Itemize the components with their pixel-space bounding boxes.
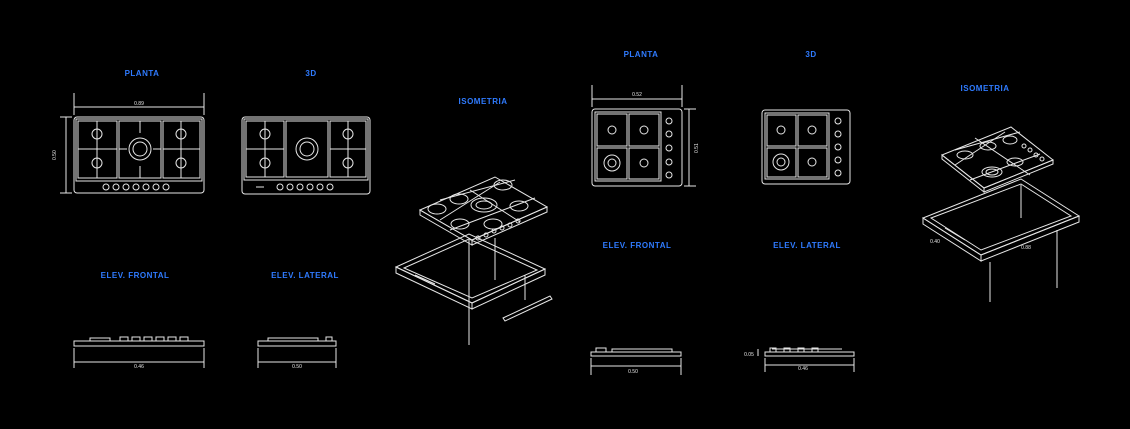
isometria-left bbox=[394, 176, 553, 345]
planta-cooktop-left bbox=[73, 116, 205, 194]
dim-elev-lateral-left: 0.50 bbox=[292, 364, 302, 370]
elev-frontal-title-left: ELEV. FRONTAL bbox=[100, 271, 170, 280]
elev-lateral-right bbox=[757, 347, 855, 372]
elev-frontal-left bbox=[73, 336, 205, 368]
dim-planta-depth-right: 0.51 bbox=[694, 143, 700, 153]
planta-title-left: PLANTA bbox=[124, 69, 160, 78]
isometria-right bbox=[921, 126, 1081, 302]
elev-frontal-title-right: ELEV. FRONTAL bbox=[602, 241, 672, 250]
isometria-title-right: ISOMETRIA bbox=[960, 84, 1010, 93]
dim-iso-right-a: 0.40 bbox=[930, 239, 940, 245]
dim-planta-width-right: 0.52 bbox=[632, 92, 642, 98]
three-d-title-left: 3D bbox=[305, 69, 317, 78]
dim-elev-frontal-left: 0.46 bbox=[134, 364, 144, 370]
dim-elev-lateral-right: 0.46 bbox=[798, 366, 808, 372]
dim-elev-height-right: 0.05 bbox=[744, 352, 754, 358]
three-d-title-right: 3D bbox=[805, 50, 817, 59]
dim-iso-right-b: 0.88 bbox=[1021, 245, 1031, 251]
planta-cooktop-right bbox=[591, 108, 683, 187]
elev-lateral-left bbox=[257, 336, 337, 368]
elev-lateral-title-left: ELEV. LATERAL bbox=[271, 271, 339, 280]
elev-lateral-title-right: ELEV. LATERAL bbox=[773, 241, 841, 250]
isometria-title-left: ISOMETRIA bbox=[458, 97, 508, 106]
elev-frontal-right bbox=[590, 347, 682, 375]
dim-planta-width-left: 0.89 bbox=[134, 101, 144, 107]
planta-title-right: PLANTA bbox=[623, 50, 659, 59]
three-d-cooktop-right bbox=[761, 109, 851, 185]
dim-planta-depth-left: 0.50 bbox=[52, 150, 58, 160]
dim-elev-frontal-right: 0.50 bbox=[628, 369, 638, 375]
three-d-cooktop-left bbox=[241, 116, 371, 195]
